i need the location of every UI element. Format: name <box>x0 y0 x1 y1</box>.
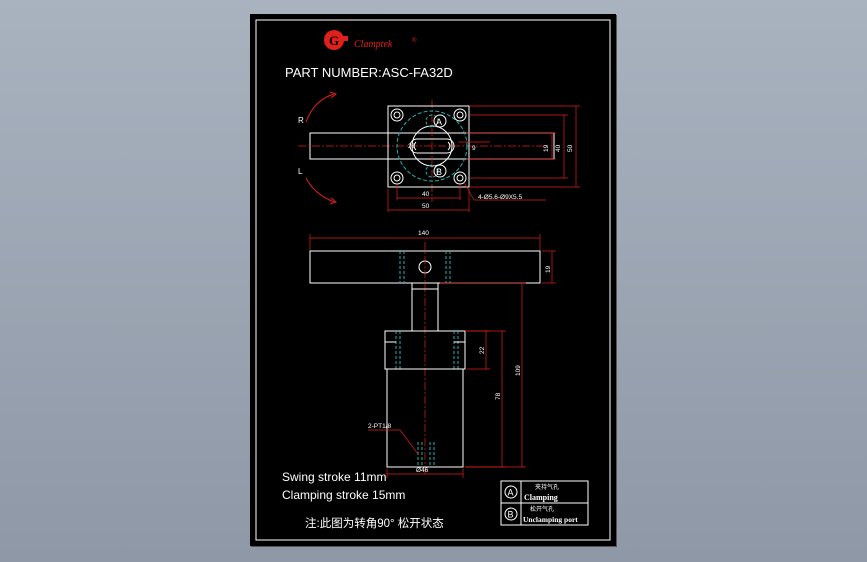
drawing-sheet: G Clamptek ® PART NUMBER: ASC-FA32D R L <box>250 14 616 546</box>
rotation-arrow-right <box>305 93 335 123</box>
body-flange-square <box>387 105 470 188</box>
side-dim-22: 22 <box>479 346 486 354</box>
side-dim-78: 78 <box>495 392 502 400</box>
pilot-circle <box>396 110 468 182</box>
port-b-outline <box>425 164 439 178</box>
side-view: 140 19 22 78 109 Ø46 2-PT1/8 <box>309 230 556 478</box>
mount-hole-bl-inner <box>393 174 401 182</box>
top-dim-40: 40 <box>422 191 430 198</box>
spec-clamping-stroke: Clamping stroke 15mm <box>282 488 405 502</box>
mount-hole-tr <box>453 108 467 122</box>
port-a-outline <box>425 114 439 128</box>
rotation-arrow-left <box>305 177 335 203</box>
side-dim-109: 109 <box>515 365 522 376</box>
top-dim-19: 19 <box>543 144 550 152</box>
side-dim-140: 140 <box>418 230 429 237</box>
mount-hole-bl <box>390 171 404 185</box>
top-dim-40v: 40 <box>555 144 562 152</box>
logo-text: Clamptek <box>354 39 393 50</box>
center-slot <box>409 138 455 154</box>
mount-hole-tr-inner <box>456 111 464 119</box>
legend-b-circle <box>504 507 518 521</box>
top-view: R L A B <box>298 91 580 212</box>
legend-a-en: Clamping <box>524 493 558 502</box>
drawing-note: 注:此图为转角90° 松开状态 <box>305 516 444 530</box>
legend-b-cn: 松开气孔 <box>530 505 554 513</box>
mount-hole-tl-inner <box>393 111 401 119</box>
logo-letter: G <box>329 33 339 48</box>
port-a-label: A <box>436 117 442 127</box>
rotation-label-right: R <box>298 116 304 125</box>
clamptek-logo: G Clamptek ® <box>324 30 417 50</box>
legend-a-cn: 夹持气孔 <box>535 483 559 491</box>
hole-note: 4-Ø5.6-Ø9X5.5 <box>478 194 522 201</box>
piston-circle <box>411 125 453 167</box>
spec-swing-stroke: Swing stroke 11mm <box>282 470 386 484</box>
rotation-label-left: L <box>298 167 303 176</box>
side-dim-46: Ø46 <box>416 467 429 474</box>
top-dim-28: 28 <box>408 144 415 150</box>
logo-bar <box>336 36 348 41</box>
top-dim-lines <box>387 105 580 212</box>
port-b-circle <box>433 164 447 178</box>
sheet-border <box>255 19 611 541</box>
port-a-circle <box>433 114 447 128</box>
mounting-holes <box>390 108 467 185</box>
top-dim-50: 50 <box>422 203 430 210</box>
top-dim-9: 9 <box>472 145 476 152</box>
legend-a-symbol: A <box>508 488 514 498</box>
logo-circle <box>324 30 344 50</box>
body-cylinder <box>386 368 464 468</box>
legend-b-en: Unclamping port <box>523 515 578 524</box>
side-port-note: 2-PT1/8 <box>368 423 392 430</box>
mount-hole-tl <box>390 108 404 122</box>
slot-arc-right <box>447 141 451 151</box>
arrow-head-right <box>329 91 338 99</box>
cad-drawing: G Clamptek ® PART NUMBER: ASC-FA32D R L <box>255 19 611 541</box>
legend-a-circle <box>504 485 518 499</box>
side-dim-lines <box>309 234 556 478</box>
top-dim-50v: 50 <box>567 144 574 152</box>
slot-arc-left <box>413 141 417 151</box>
port-legend: A 夹持气孔 Clamping B 松开气孔 Unclamping port <box>500 480 589 526</box>
port-b-label: B <box>436 167 442 177</box>
part-number-label: PART NUMBER: <box>285 65 382 80</box>
mount-hole-br-inner <box>456 174 464 182</box>
logo-registered-mark: ® <box>412 37 417 44</box>
side-dim-19: 19 <box>545 265 552 273</box>
part-number-value: ASC-FA32D <box>382 65 453 80</box>
legend-b-symbol: B <box>508 510 514 520</box>
arrow-head-left <box>329 197 338 205</box>
